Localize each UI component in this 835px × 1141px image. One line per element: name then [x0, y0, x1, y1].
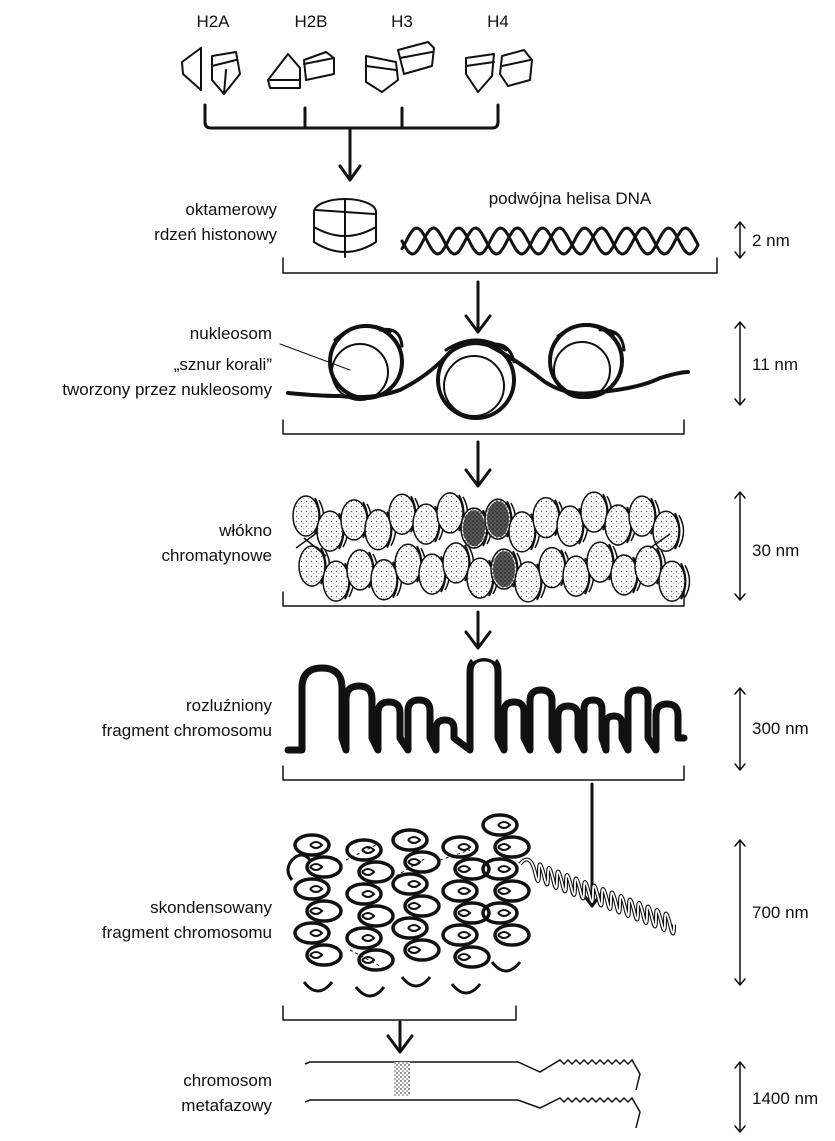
fiber-label-line1: włókno	[218, 521, 272, 540]
stage4-bracket	[283, 766, 684, 780]
metaphase-chromosome-icon	[305, 1060, 640, 1128]
histone-label-h2b: H2B	[294, 12, 327, 31]
histone-label-h2a: H2A	[196, 12, 230, 31]
scale-30nm-label: 30 nm	[752, 541, 799, 560]
scale-700nm-label: 700 nm	[752, 903, 809, 922]
fiber-nucleosome	[659, 561, 690, 601]
histone-bracket	[205, 105, 498, 180]
loose-fragment-label-line1: rozluźniony	[186, 696, 272, 715]
octamer-label-line1: oktamerowy	[185, 200, 277, 219]
nucleosome-label: nukleosom	[190, 324, 272, 343]
arrow-to-loops	[466, 612, 490, 648]
metaphase-label-line1: chromosom	[183, 1071, 272, 1090]
fiber-label-line2: chromatynowe	[161, 546, 272, 565]
histone-labels: H2A H2B H3 H4	[196, 12, 508, 31]
stage1-bracket	[283, 258, 717, 273]
chromatin-fiber-icon	[293, 492, 690, 602]
beads-on-string-icon	[288, 324, 688, 418]
stage5-bracket	[283, 1006, 516, 1020]
scale-1400nm-arrow	[735, 1062, 745, 1132]
loop-domains-icon	[288, 656, 684, 750]
scale-11nm-label: 11 nm	[752, 355, 798, 374]
octamer-core-icon	[314, 199, 376, 257]
scale-300nm-label: 300 nm	[752, 719, 809, 738]
scale-700nm-arrow	[735, 840, 745, 985]
loose-fragment-label-line2: fragment chromosomu	[102, 721, 272, 740]
histone-h3-pair-icon	[366, 42, 434, 92]
beads-on-string-label-line1: „sznur korali”	[174, 355, 273, 374]
fiber-nucleosome	[653, 511, 684, 551]
arrow-to-fiber	[466, 442, 490, 486]
histone-h4-pair-icon	[466, 50, 532, 92]
dna-double-helix-icon	[402, 228, 698, 254]
condensed-coils-icon	[288, 815, 674, 996]
scale-2nm-label: 2 nm	[752, 231, 790, 250]
beads-on-string-label-line2: tworzony przez nukleosomy	[62, 380, 272, 399]
condensed-fragment-label-line2: fragment chromosomu	[102, 923, 272, 942]
histone-label-h3: H3	[391, 12, 413, 31]
stage2-bracket	[283, 420, 684, 434]
octamer-label-line2: rdzeń histonowy	[154, 225, 277, 244]
histone-h2a-pair-icon	[182, 48, 240, 94]
arrow-to-metaphase	[388, 1022, 412, 1052]
nucleosome-pointer-line	[280, 344, 350, 370]
scale-2nm-arrow	[735, 222, 745, 258]
metaphase-label-line2: metafazowy	[181, 1096, 272, 1115]
dna-helix-label: podwójna helisa DNA	[489, 189, 652, 208]
histone-label-h4: H4	[487, 12, 509, 31]
arrow-to-nucleosomes	[466, 282, 490, 332]
scale-11nm-arrow	[735, 322, 745, 405]
scale-300nm-arrow	[735, 688, 745, 770]
scale-30nm-arrow	[735, 492, 745, 600]
histone-h2b-pair-icon	[268, 52, 334, 88]
condensed-fragment-label-line1: skondensowany	[150, 898, 272, 917]
scale-1400nm-label: 1400 nm	[752, 1089, 818, 1108]
